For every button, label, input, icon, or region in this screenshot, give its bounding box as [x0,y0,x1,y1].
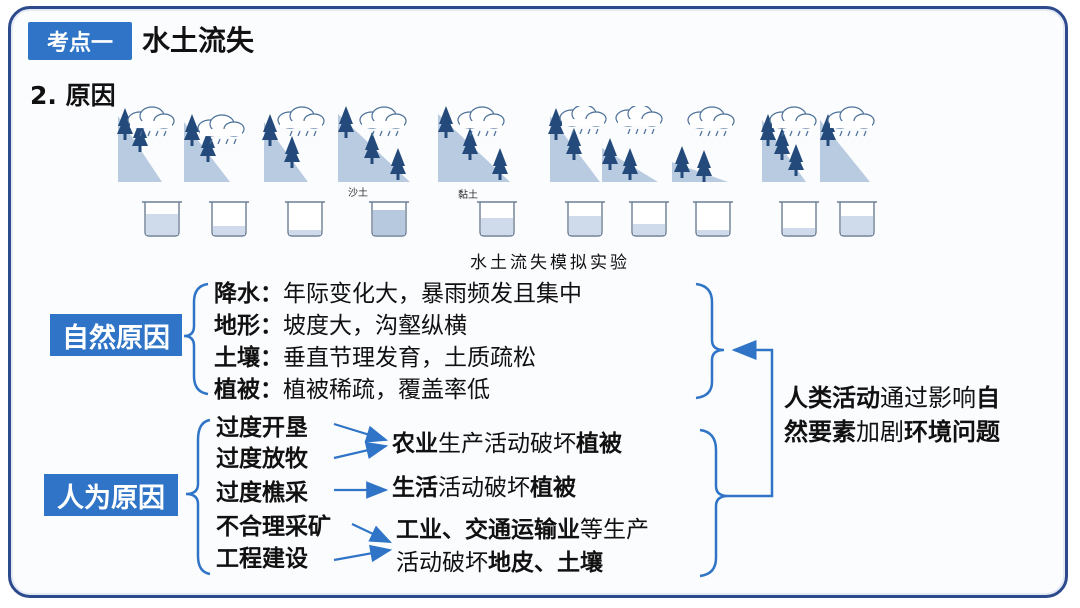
arrow-reclamation [333,422,389,443]
effect-industry-line2: 活动破坏地皮、土壤 [396,550,603,576]
effect-industry-line1: 工业、交通运输业等生产 [396,517,649,543]
erosion-experiment-illustration: 沙土 黏土 [117,106,878,237]
human-left-brace [185,418,211,576]
experiment-group-vegetation [760,106,878,237]
experiment-group-rainfall [117,106,326,237]
arrow-engineering [333,544,393,563]
figure-caption: 水土流失模拟实验 [470,253,630,273]
experiment-group-slope [548,106,735,237]
clay-label: 黏土 [458,188,478,201]
page-title: 水土流失 [142,24,255,57]
sand-label: 沙土 [348,186,368,199]
effect-agriculture: 农业生产活动破坏植被 [392,431,622,457]
cause-over-reclamation: 过度开垦 [216,415,308,441]
natural-right-brace [695,282,725,400]
natural-item-precipitation: 降水：年际变化大，暴雨频发且集中 [214,281,582,307]
conclusion-line2: 然要素加剧环境问题 [784,418,1000,446]
effect-daily-life: 生活活动破坏植被 [392,475,576,501]
human-causes-label: 人为原因 [44,474,178,516]
natural-item-soil: 土壤：垂直节理发育，土质疏松 [214,345,536,371]
topic-tag: 考点一 [28,22,132,60]
section-heading: 2. 原因 [30,81,116,110]
experiment-group-soil: 沙土 黏土 [338,106,518,237]
cause-overgrazing: 过度放牧 [216,446,308,472]
natural-item-terrain: 地形：坡度大，沟壑纵横 [214,313,467,339]
cause-engineering: 工程建设 [216,546,308,572]
arrow-grazing [333,441,389,460]
conclusion-connector [728,340,774,498]
human-right-brace [699,428,729,578]
arrow-mining [351,523,392,543]
cause-over-logging: 过度樵采 [216,480,308,506]
natural-causes-label: 自然原因 [50,314,182,356]
natural-left-brace [183,282,209,396]
slide-frame [8,6,1068,598]
conclusion-line1: 人类活动通过影响自 [784,384,1000,412]
natural-item-vegetation: 植被：植被稀疏，覆盖率低 [214,377,490,403]
cause-improper-mining: 不合理采矿 [216,514,331,540]
